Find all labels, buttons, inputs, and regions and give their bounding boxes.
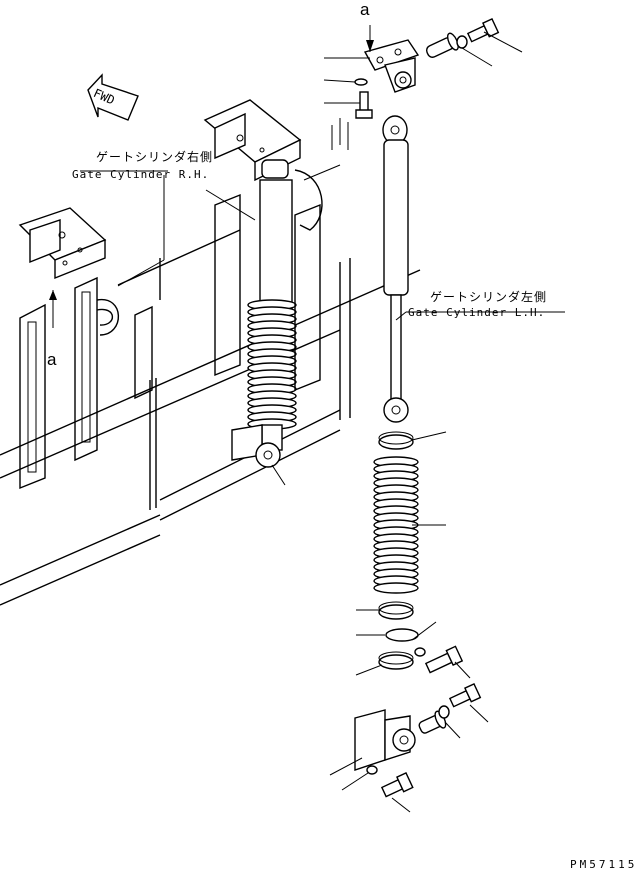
lh-bellows — [373, 456, 419, 594]
view-mark-left: a — [47, 350, 57, 369]
left-bracket — [18, 207, 107, 280]
lh-cylinder-body — [382, 115, 409, 423]
fwd-arrow-icon — [87, 73, 139, 121]
lh-clamp-upper — [378, 431, 414, 450]
lh-cylinder-label-en: Gate Cylinder L.H. — [408, 306, 546, 319]
left-uprights — [19, 229, 241, 490]
lh-cylinder-top-mount — [354, 39, 420, 119]
view-mark-top: a — [360, 0, 370, 19]
lh-clamp-lower — [378, 601, 419, 670]
rh-cylinder-label-jp: ゲートシリンダ右側 — [96, 150, 214, 164]
lh-bottom-bracket — [354, 709, 416, 775]
bellows-ring — [373, 582, 419, 594]
drawing-code: PM57115 — [570, 858, 638, 871]
rh-cylinder-label-en: Gate Cylinder R.H. — [72, 168, 210, 181]
hardware-pins-bolts — [380, 17, 500, 798]
leader-lines — [49, 25, 565, 813]
center-bracket — [203, 99, 302, 182]
gate-frame — [0, 258, 421, 606]
lh-cylinder-label-jp: ゲートシリンダ左側 — [430, 290, 548, 304]
rh-cylinder — [214, 118, 349, 468]
